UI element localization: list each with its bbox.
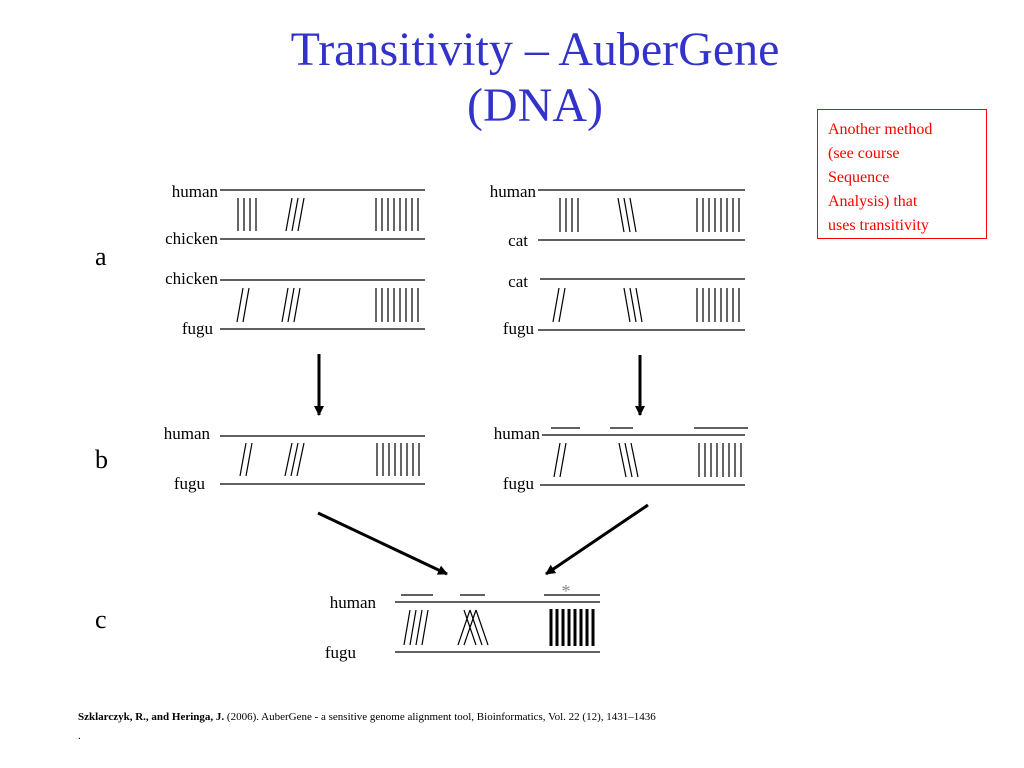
citation: Szklarczyk, R., and Heringa, J. (2006). … <box>78 711 656 723</box>
title-line-1: Transitivity – AuberGene <box>290 23 780 76</box>
label-c-fugu: fugu <box>325 643 357 662</box>
label-b-right-human: human <box>494 424 541 443</box>
a-right-human-cat-alignment <box>559 197 740 233</box>
label-a-right-fugu: fugu <box>503 319 535 338</box>
panel-letter-a: a <box>95 242 107 271</box>
a-left-chicken-fugu-alignment <box>236 287 419 323</box>
label-a-right-human: human <box>490 182 537 201</box>
slide-title: Transitivity – AuberGene (DNA) <box>0 22 1024 134</box>
c-human-fugu-alignment <box>403 609 489 646</box>
asterisk-marker: * <box>562 581 571 601</box>
label-a-left-fugu: fugu <box>182 319 214 338</box>
label-a-left-chicken-1: chicken <box>165 229 218 248</box>
a-right-sequence-lines <box>538 189 745 331</box>
b-right-sequence-lines <box>540 434 745 486</box>
label-a-left-human: human <box>172 182 219 201</box>
b-left-human-fugu-alignment <box>239 442 420 477</box>
arrow-left-diagonal <box>317 511 448 576</box>
citation-authors: Szklarczyk, R., and Heringa, J. <box>78 711 225 723</box>
b-left-sequence-lines <box>220 435 425 485</box>
label-a-left-chicken-2: chicken <box>165 269 218 288</box>
c-bold-alignment <box>549 609 595 646</box>
label-b-right-fugu: fugu <box>503 474 535 493</box>
title-line-2: (DNA) <box>467 79 603 132</box>
label-c-human: human <box>330 593 377 612</box>
label-a-right-cat-1: cat <box>508 231 528 250</box>
c-sequence-lines <box>395 601 600 653</box>
a-right-cat-fugu-alignment <box>552 287 740 323</box>
citation-tail: . <box>78 730 81 742</box>
a-left-sequence-lines <box>220 189 425 330</box>
arrow-right-diagonal <box>545 503 649 576</box>
label-a-right-cat-2: cat <box>508 272 528 291</box>
citation-details: (2006). AuberGene - a sensitive genome a… <box>224 711 656 723</box>
panel-letter-c: c <box>95 605 107 634</box>
label-b-left-human: human <box>164 424 211 443</box>
panel-letter-b: b <box>95 445 108 474</box>
method-note-box: Another method (see course Sequence Anal… <box>817 109 987 239</box>
label-b-left-fugu: fugu <box>174 474 206 493</box>
b-right-human-fugu-alignment <box>553 442 742 478</box>
a-left-human-chicken-alignment <box>237 197 419 232</box>
